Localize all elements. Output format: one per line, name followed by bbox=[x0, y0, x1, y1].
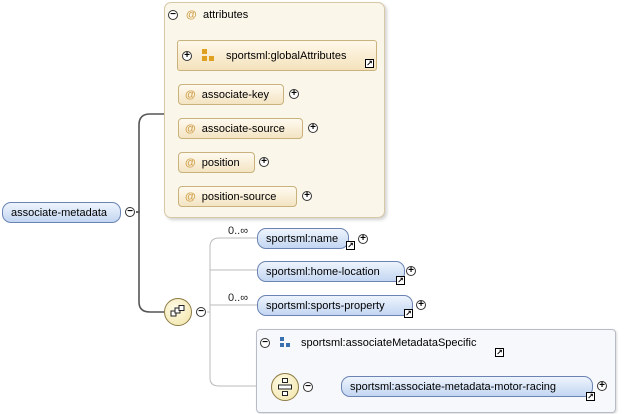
attribute-associate-source[interactable]: @ associate-source bbox=[178, 118, 303, 139]
element-ref-icon: ↗ bbox=[586, 392, 595, 401]
global-attributes-label: sportsml:globalAttributes bbox=[226, 49, 347, 62]
sequence-collapse-toggle[interactable]: − bbox=[196, 307, 206, 317]
attribute-label: associate-source bbox=[201, 122, 285, 135]
element-sportsml-name-expand[interactable]: + bbox=[358, 234, 368, 244]
seq-branch-group bbox=[209, 300, 257, 387]
attribute-at-icon: @ bbox=[185, 122, 196, 135]
root-element-label: associate-metadata bbox=[11, 206, 107, 219]
attribute-label: position-source bbox=[201, 190, 277, 203]
element-ref-icon: ↗ bbox=[346, 241, 355, 250]
attribute-associate-key-expand[interactable]: + bbox=[289, 89, 299, 99]
sequence-compositor-icon[interactable] bbox=[164, 298, 192, 326]
group-associate-metadata-specific bbox=[256, 329, 616, 413]
group-title: sportsml:associateMetadataSpecific bbox=[301, 337, 477, 349]
group-ref-icon: ↗ bbox=[495, 348, 504, 357]
choice-compositor-icon[interactable] bbox=[271, 373, 299, 401]
global-attributes-expand-toggle[interactable]: + bbox=[182, 50, 192, 61]
global-attributes-ref[interactable]: + sportsml:globalAttributes bbox=[177, 40, 377, 71]
attributes-group bbox=[164, 2, 385, 218]
attribute-at-icon: @ bbox=[185, 156, 196, 169]
element-label: sportsml:name bbox=[266, 232, 339, 245]
attribute-associate-source-expand[interactable]: + bbox=[308, 123, 318, 133]
seq-branch-name bbox=[207, 237, 257, 313]
attribute-at-icon: @ bbox=[185, 88, 196, 101]
root-to-attributes-line bbox=[136, 113, 164, 213]
element-sportsml-associate-metadata-motor-racing[interactable]: sportsml:associate-metadata-motor-racing bbox=[341, 376, 593, 397]
attributes-collapse-toggle[interactable]: − bbox=[168, 10, 178, 20]
attribute-associate-key[interactable]: @ associate-key bbox=[178, 84, 284, 105]
cardinality-label: 0..∞ bbox=[228, 292, 249, 304]
root-to-sequence-line bbox=[136, 211, 164, 313]
attributes-at-icon: @ bbox=[186, 9, 197, 21]
element-sportsml-home-location-expand[interactable]: + bbox=[406, 266, 416, 276]
model-group-icon bbox=[280, 337, 292, 349]
attribute-position[interactable]: @ position bbox=[178, 152, 255, 173]
root-collapse-toggle[interactable]: − bbox=[125, 207, 135, 217]
element-ref-icon: ↗ bbox=[396, 276, 405, 285]
global-attributes-ref-icon: ↗ bbox=[365, 59, 374, 68]
element-ref-icon: ↗ bbox=[404, 309, 413, 318]
element-sportsml-sports-property[interactable]: sportsml:sports-property bbox=[257, 295, 413, 316]
attribute-position-source[interactable]: @ position-source bbox=[178, 186, 297, 207]
attribute-position-source-expand[interactable]: + bbox=[302, 191, 312, 201]
attributes-title: attributes bbox=[203, 9, 249, 21]
element-label: sportsml:home-location bbox=[266, 265, 380, 278]
element-label: sportsml:sports-property bbox=[266, 299, 385, 312]
attribute-position-expand[interactable]: + bbox=[259, 157, 269, 167]
attribute-label: associate-key bbox=[201, 88, 269, 101]
attribute-label: position bbox=[201, 156, 240, 169]
element-motor-racing-expand[interactable]: + bbox=[597, 381, 607, 391]
element-sportsml-home-location[interactable]: sportsml:home-location bbox=[257, 261, 405, 282]
element-sportsml-name[interactable]: sportsml:name bbox=[257, 228, 349, 249]
cardinality-label: 0..∞ bbox=[228, 225, 249, 237]
group-collapse-toggle[interactable]: − bbox=[260, 338, 270, 348]
attribute-group-icon bbox=[202, 48, 216, 63]
attribute-at-icon: @ bbox=[185, 190, 196, 203]
root-element-associate-metadata[interactable]: associate-metadata bbox=[2, 202, 121, 223]
element-sportsml-sports-property-expand[interactable]: + bbox=[416, 300, 426, 310]
choice-collapse-toggle[interactable]: − bbox=[303, 382, 313, 392]
element-label: sportsml:associate-metadata-motor-racing bbox=[350, 380, 557, 393]
